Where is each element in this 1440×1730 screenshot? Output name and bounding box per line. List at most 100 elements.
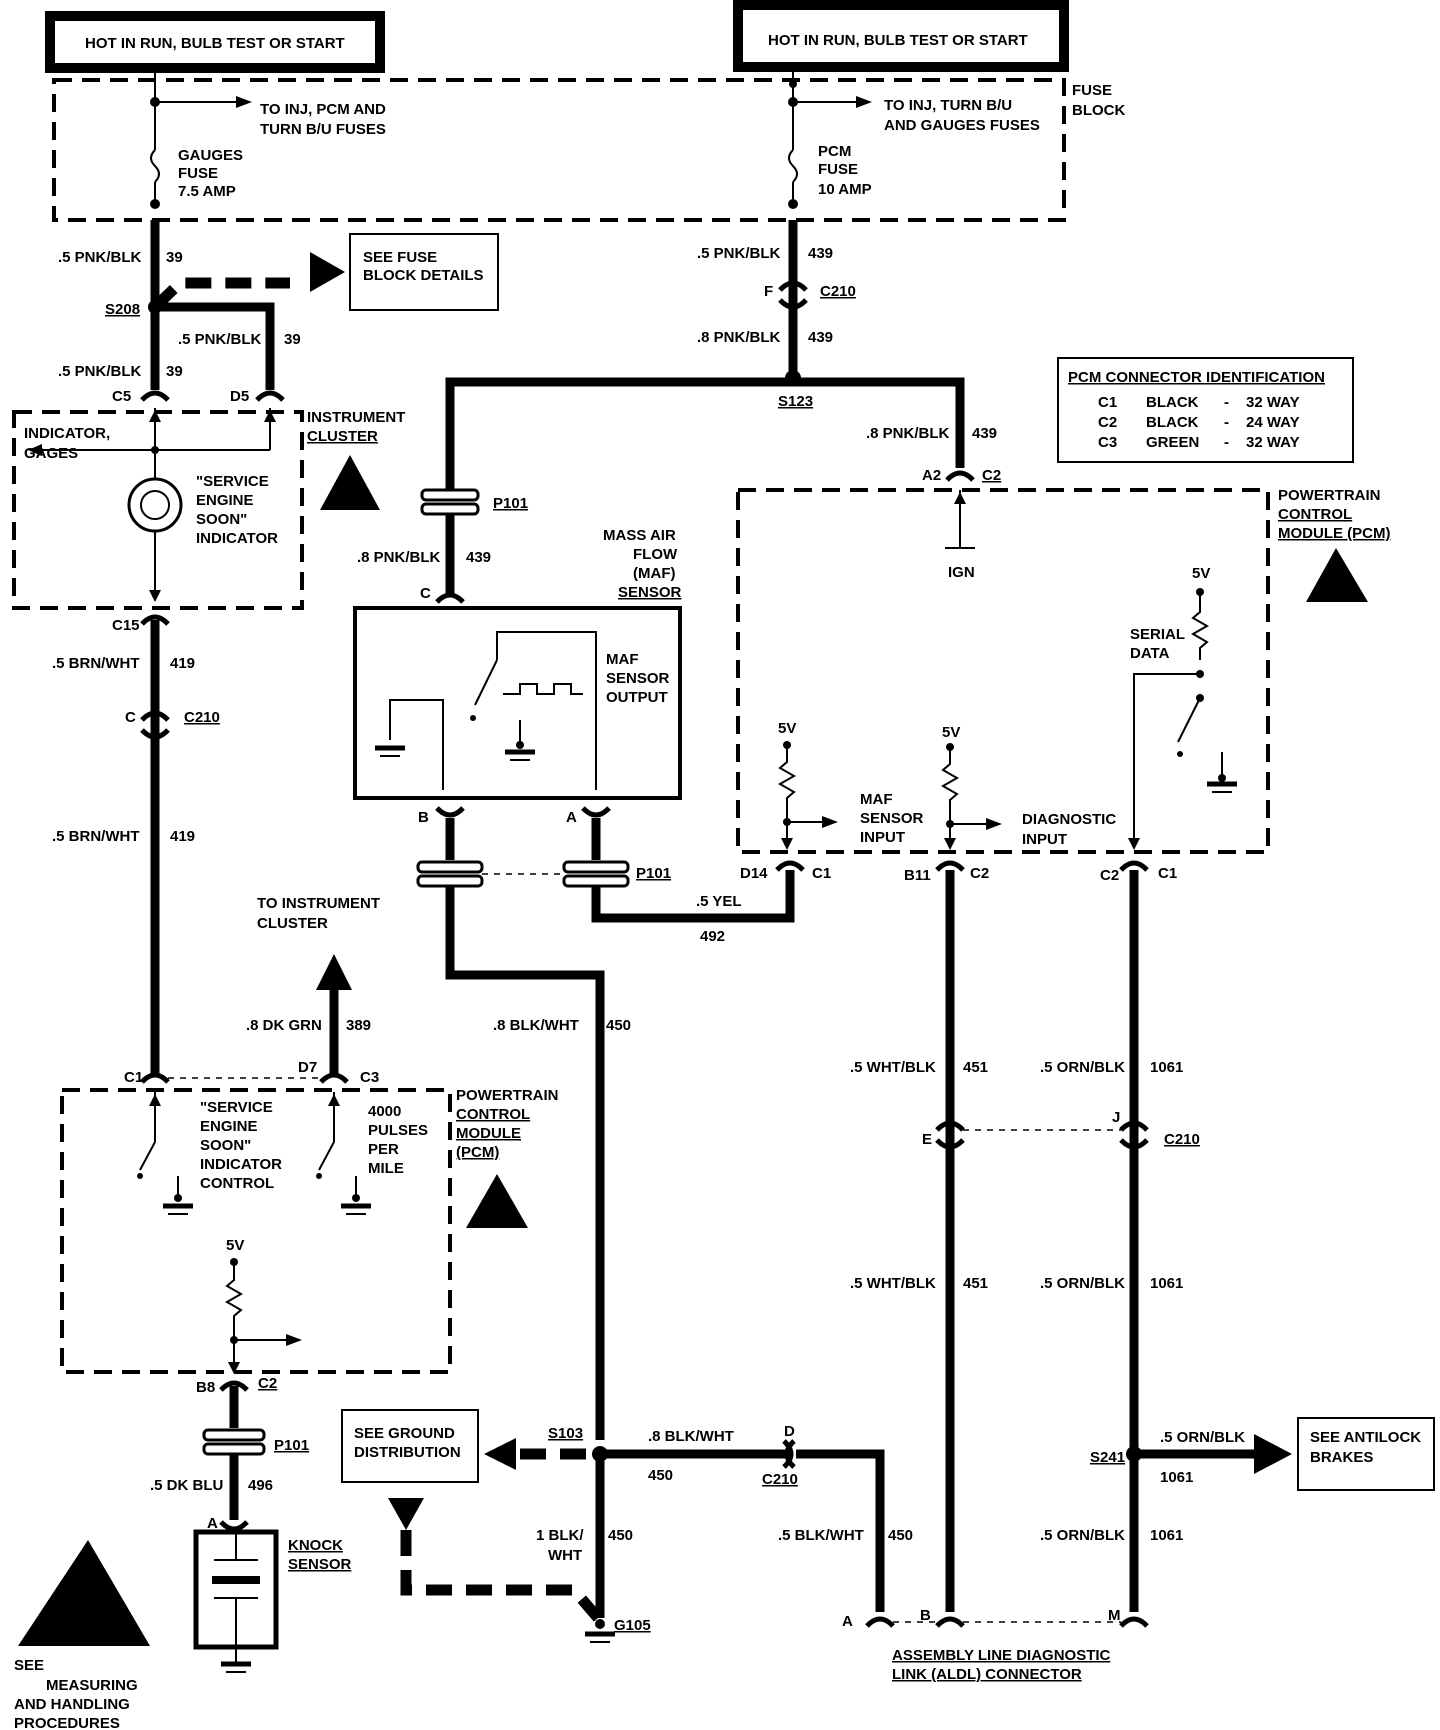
- p101-upper-icon: [420, 488, 480, 502]
- splice-s103: S103: [548, 1425, 583, 1442]
- right-feed-label-2: AND GAUGES FUSES: [884, 117, 1040, 134]
- to-cluster-line2: CLUSTER: [257, 915, 328, 932]
- esd-line2: MEASURING: [46, 1677, 138, 1694]
- instrument-cluster-label-1: INSTRUMENT: [307, 409, 405, 426]
- left-feed-label-2: TURN B/U FUSES: [260, 121, 386, 138]
- wire-389-num: 389: [346, 1017, 371, 1034]
- pulses-switch-icon: [318, 1141, 335, 1171]
- knock-crystal-icon: [212, 1576, 260, 1584]
- wire-450-aldl-lower-color: .5 BLK/WHT: [778, 1527, 864, 1544]
- maf-sensor-box: [353, 606, 682, 800]
- fuse-block-label-2: BLOCK: [1072, 102, 1125, 119]
- wire-39-branch-color: .5 PNK/BLK: [178, 331, 262, 348]
- connector-j-lower-icon: [1119, 1138, 1149, 1150]
- maf-label-4: SENSOR: [618, 584, 682, 601]
- connector-a2: A2: [922, 467, 941, 484]
- connector-c5-icon: [140, 390, 170, 402]
- wire-450-ground-color-1: 1 BLK/: [536, 1527, 584, 1544]
- connector-c3: C3: [360, 1069, 379, 1086]
- wire-451-lower-color: .5 WHT/BLK: [850, 1275, 936, 1292]
- maf-input-arrow-icon: [822, 816, 838, 828]
- diag-resistor-icon: [940, 747, 960, 846]
- serial-switch-contact: [1177, 751, 1183, 757]
- connector-b8: B8: [196, 1379, 215, 1396]
- see-fuse-line1: SEE FUSE: [363, 249, 437, 266]
- pulses-3: PER: [368, 1141, 399, 1158]
- wire-1061-aldl-num: 1061: [1150, 1527, 1183, 1544]
- pcm-id-conn: C3: [1098, 434, 1117, 451]
- pcm-right-5v-serial: 5V: [1192, 565, 1210, 582]
- p101-mid-b-lower-icon: [416, 874, 484, 888]
- pcm-fuse-dot: [788, 199, 798, 209]
- p101-mid-a-icon: [562, 860, 630, 874]
- wire-39-color: .5 PNK/BLK: [58, 249, 142, 266]
- connector-maf-c-icon: [435, 592, 465, 604]
- fuse-block-label: FUSE: [1072, 82, 1112, 99]
- connector-a2-c2: C2: [982, 467, 1001, 484]
- wire-451-num: 451: [963, 1059, 988, 1076]
- power-source-left-label: HOT IN RUN, BULB TEST OR START: [85, 35, 345, 52]
- pcm-id-conn: C1: [1098, 394, 1117, 411]
- wire-439-to-pcm: [793, 377, 965, 468]
- fuse-block-box: [52, 78, 1066, 222]
- connector-d-c210: C210: [762, 1471, 798, 1488]
- wire-451-color: .5 WHT/BLK: [850, 1059, 936, 1076]
- maf-out-3: OUTPUT: [606, 689, 668, 706]
- connector-p101-low: P101: [274, 1437, 309, 1454]
- wire-450: [445, 886, 605, 1440]
- pcm-right-5v-maf: 5V: [778, 720, 796, 737]
- connector-aldl-a: A: [842, 1613, 853, 1630]
- right-feed-label-1: TO INJ, TURN B/U: [884, 97, 1012, 114]
- pcm-id-ways: 24 WAY: [1246, 414, 1300, 431]
- connector-aldl-b-icon: [935, 1616, 965, 1628]
- see-antilock-box: [1297, 1417, 1435, 1491]
- connector-e-lower-icon: [935, 1138, 965, 1150]
- connector-a2-icon: [945, 470, 975, 482]
- antilock-line1: SEE ANTILOCK: [1310, 1429, 1421, 1446]
- wire-450-ground-num: 450: [608, 1527, 633, 1544]
- connector-maf-b-icon: [435, 806, 465, 818]
- serial-label-2: DATA: [1130, 645, 1170, 662]
- wire-1061-num: 1061: [1150, 1059, 1183, 1076]
- wire-451-lower-num: 451: [963, 1275, 988, 1292]
- maf-internal-ground-wire: [389, 699, 444, 790]
- connector-ej-c210: C210: [1164, 1131, 1200, 1148]
- ground-dist-line1: SEE GROUND: [354, 1425, 455, 1442]
- wire-39-branch: [160, 302, 275, 390]
- pcm-right-label-3: MODULE (PCM): [1278, 525, 1391, 542]
- wire-450-ground-color-2: WHT: [548, 1547, 582, 1564]
- connector-c-c210-pin: C: [125, 709, 136, 726]
- wire-1061-lower-color: .5 ORN/BLK: [1040, 1275, 1125, 1292]
- wire-439-mid-num: 439: [808, 329, 833, 346]
- pcm-right-box: [736, 488, 1270, 854]
- connector-d-inner-icon: [782, 1439, 794, 1469]
- connector-p101-top: P101: [493, 495, 528, 512]
- wire-450-color: .8 BLK/WHT: [493, 1017, 579, 1034]
- wire-419-lower-color: .5 BRN/WHT: [52, 828, 140, 845]
- wire-39-num: 39: [166, 249, 183, 266]
- antilock-line2: BRAKES: [1310, 1449, 1373, 1466]
- ses-control-switch-icon: [139, 1141, 156, 1171]
- wire-419-color: .5 BRN/WHT: [52, 655, 140, 672]
- wire-496-color: .5 DK BLU: [150, 1477, 223, 1494]
- diag-arrow-icon: [986, 818, 1002, 830]
- p101-upper-lower-icon: [420, 502, 480, 516]
- wire-450-aldl-num: 450: [648, 1467, 673, 1484]
- maf-input-resistor-icon: [777, 745, 797, 846]
- gauges-fuse-icon: [150, 149, 160, 183]
- maf-label-3: (MAF): [633, 565, 675, 582]
- indicator-arrow-icon: [28, 444, 42, 456]
- connector-e: E: [922, 1131, 932, 1148]
- c15-arrow-icon: [149, 590, 161, 602]
- esd-warning-icon-pcm-right: [1306, 548, 1368, 602]
- connector-b8-c2: C2: [258, 1375, 277, 1392]
- connector-aldl-a-icon: [865, 1616, 895, 1628]
- wire-419-lower-num: 419: [170, 828, 195, 845]
- wire-1061-aldl-color: .5 ORN/BLK: [1040, 1527, 1125, 1544]
- c5-arrow-icon: [149, 410, 161, 422]
- pulses-ground-dot: [352, 1194, 360, 1202]
- wire-439-maf-num: 439: [466, 549, 491, 566]
- esd-warning-icon-large: [18, 1540, 150, 1646]
- splice-s123: S123: [778, 393, 813, 410]
